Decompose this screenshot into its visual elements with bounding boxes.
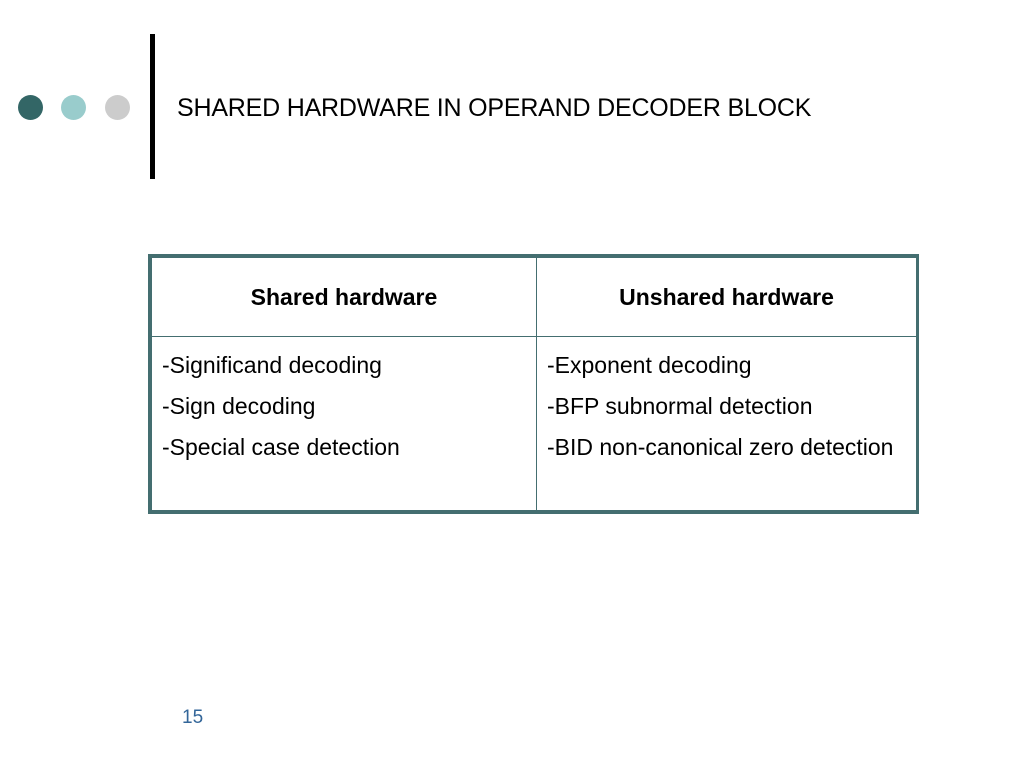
- list-item: -BFP subnormal detection: [547, 393, 813, 419]
- hardware-comparison-table: Shared hardware Unshared hardware -Signi…: [151, 257, 917, 511]
- slide-title: SHARED HARDWARE IN OPERAND DECODER BLOCK: [177, 94, 812, 122]
- dark-teal-dot-icon: [18, 95, 43, 120]
- header-shared-hardware: Shared hardware: [151, 257, 537, 337]
- page-number: 15: [182, 707, 204, 728]
- table-row: -Significand decoding -Sign decoding -Sp…: [151, 336, 917, 511]
- light-teal-dot-icon: [61, 95, 86, 120]
- list-item: -Special case detection: [162, 434, 400, 460]
- list-item: -BID non-canonical zero detection: [547, 434, 894, 460]
- table-header-row: Shared hardware Unshared hardware: [151, 257, 917, 337]
- list-item: -Exponent decoding: [547, 352, 752, 378]
- gray-dot-icon: [105, 95, 130, 120]
- title-divider-bar: [150, 34, 155, 179]
- unshared-hardware-cell: -Exponent decoding -BFP subnormal detect…: [536, 336, 917, 511]
- list-item: -Sign decoding: [162, 393, 316, 419]
- header-unshared-hardware: Unshared hardware: [536, 257, 917, 337]
- shared-hardware-cell: -Significand decoding -Sign decoding -Sp…: [151, 336, 537, 511]
- list-item: -Significand decoding: [162, 352, 382, 378]
- hardware-table: Shared hardware Unshared hardware -Signi…: [148, 254, 919, 514]
